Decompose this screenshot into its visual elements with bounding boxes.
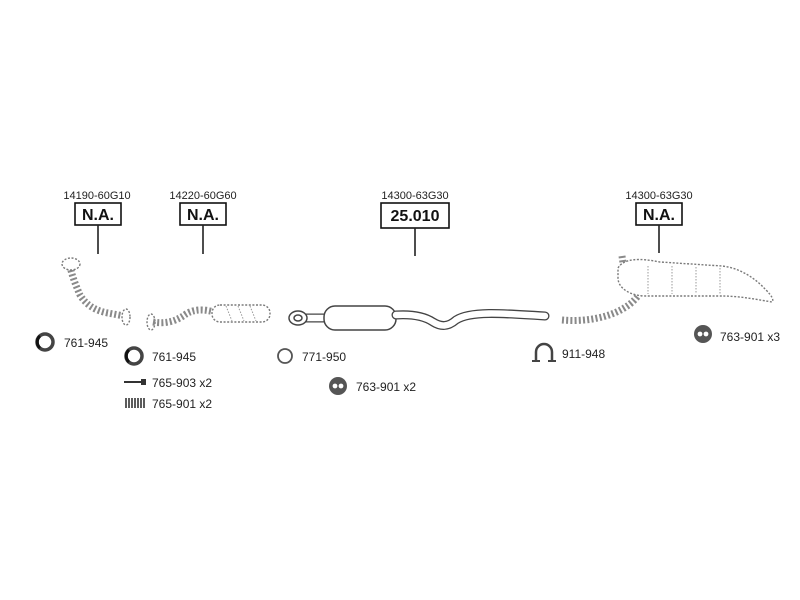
bolt-icon — [124, 379, 146, 385]
catalyst-hatch — [225, 305, 233, 322]
part-763-901-rear[interactable]: 763-901 x3 — [694, 325, 780, 344]
seal-ring-icon — [277, 348, 293, 364]
oem-number-front-pipe: 14190-60G10 — [63, 190, 130, 202]
rubber-mount-icon — [329, 377, 347, 395]
part-771-950[interactable]: 771-950 — [277, 348, 346, 364]
part-911-948[interactable]: 911-948 — [532, 342, 605, 362]
oem-number-centre-silencer: 14300-63G30 — [381, 190, 448, 202]
gasket-ring-shade — [124, 348, 131, 364]
callout-front-pipe[interactable]: 14190-60G10 N.A. — [63, 190, 131, 254]
part-label: 771-950 — [302, 350, 346, 364]
centre-silencer-body — [323, 305, 397, 331]
part-number-centre-silencer: 25.010 — [391, 208, 440, 225]
callout-centre-silencer[interactable]: 14300-63G30 25.010 — [380, 190, 450, 256]
rubber-mount-icon — [694, 325, 712, 343]
centre-silencer-drawing[interactable] — [288, 305, 550, 331]
part-761-945-front[interactable]: 761-945 — [35, 332, 108, 352]
part-label: 765-903 x2 — [152, 376, 212, 390]
intermediate-pipe-body — [152, 306, 216, 327]
part-761-945-intermediate[interactable]: 761-945 — [124, 346, 196, 366]
part-number-rear-silencer: N.A. — [643, 207, 675, 224]
callout-rear-silencer[interactable]: 14300-63G30 N.A. — [625, 190, 693, 253]
catalyst-body — [211, 304, 271, 323]
part-label: 761-945 — [152, 350, 196, 364]
centre-pipe-tail-inner — [392, 310, 549, 329]
front-pipe-rear-flange — [121, 308, 131, 326]
front-pipe-body — [66, 265, 125, 320]
part-number-front-pipe: N.A. — [82, 207, 114, 224]
part-label: 911-948 — [562, 347, 605, 361]
front-pipe-drawing[interactable] — [61, 257, 131, 326]
gasket-ring-shade — [35, 334, 42, 350]
part-765-903[interactable]: 765-903 x2 — [124, 376, 212, 390]
rear-silencer-body — [617, 258, 774, 303]
rear-silencer-drawing[interactable] — [561, 255, 774, 324]
part-763-901-centre[interactable]: 763-901 x2 — [329, 377, 416, 395]
part-number-intermediate-pipe: N.A. — [187, 207, 219, 224]
clamp-icon — [532, 342, 556, 362]
front-pipe-manifold-flange — [61, 257, 81, 271]
centre-pipe-flange-hole — [293, 314, 303, 322]
callout-intermediate-pipe[interactable]: 14220-60G60 N.A. — [169, 190, 237, 254]
part-label: 761-945 — [64, 336, 108, 350]
part-765-901[interactable]: 765-901 x2 — [125, 397, 212, 411]
spring-icon — [125, 398, 145, 408]
part-label: 763-901 x2 — [356, 380, 416, 394]
callout-box-centre-silencer — [380, 202, 450, 229]
intermediate-pipe-drawing[interactable] — [146, 304, 271, 331]
catalyst-hatch — [237, 305, 245, 322]
oem-number-rear-silencer: 14300-63G30 — [625, 190, 692, 202]
part-label: 763-901 x3 — [720, 330, 780, 344]
oem-number-intermediate-pipe: 14220-60G60 — [169, 190, 236, 202]
catalyst-hatch — [249, 305, 257, 322]
part-label: 765-901 x2 — [152, 397, 212, 411]
